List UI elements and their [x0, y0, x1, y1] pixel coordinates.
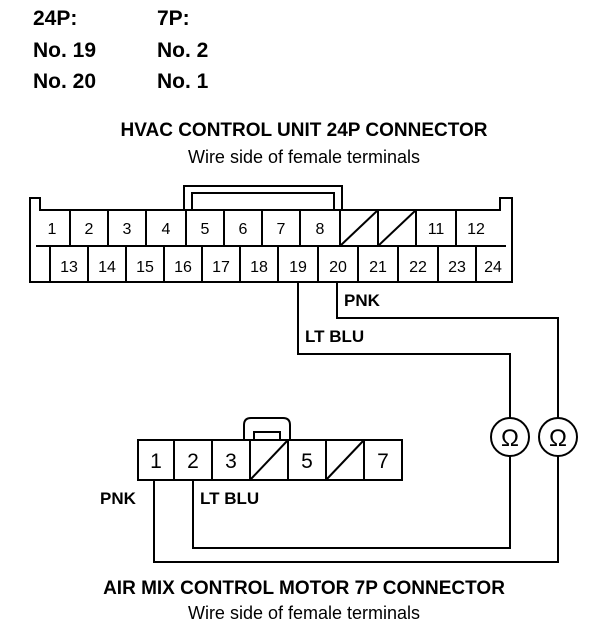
motor-connector-latch	[243, 417, 291, 440]
wire-lt-blu-return	[192, 456, 511, 549]
table-cell-7p-row1: No. 2	[157, 39, 209, 62]
wire-lt-blu	[297, 282, 511, 418]
hvac-pin-12: 12	[467, 221, 485, 238]
motor-pin-3: 3	[225, 450, 237, 473]
motor-connector-title: AIR MIX CONTROL MOTOR 7P CONNECTOR	[103, 578, 505, 599]
hvac-pin-3: 3	[123, 221, 132, 238]
hvac-pin-15: 15	[136, 259, 154, 276]
table-cell-24p-row1: No. 19	[33, 39, 97, 62]
hvac-pin-17: 17	[212, 259, 230, 276]
table-header-24p: 24P:	[33, 7, 78, 30]
hvac-pin-18: 18	[250, 259, 268, 276]
hvac-connector-latch	[183, 185, 343, 210]
ohm-icon: Ω	[501, 425, 519, 452]
hvac-pin-7: 7	[277, 221, 286, 238]
hvac-pin-19: 19	[289, 259, 307, 276]
hvac-pin-21: 21	[369, 259, 387, 276]
motor-pin-5: 5	[301, 450, 313, 473]
hvac-pin-8: 8	[316, 221, 325, 238]
wire-label-lt-blu-motor: LT BLU	[200, 489, 259, 508]
hvac-pin-20: 20	[329, 259, 347, 276]
hvac-pin-5: 5	[201, 221, 210, 238]
motor-pin-7: 7	[377, 450, 389, 473]
hvac-pin-2: 2	[85, 221, 94, 238]
wire-pnk-return	[153, 456, 559, 563]
motor-connector-subtitle: Wire side of female terminals	[187, 603, 421, 623]
hvac-pin-14: 14	[98, 259, 116, 276]
hvac-connector-subtitle: Wire side of female terminals	[187, 147, 421, 167]
hvac-connector-title: HVAC CONTROL UNIT 24P CONNECTOR	[120, 120, 488, 141]
motor-pin-2: 2	[187, 450, 199, 473]
ohmmeter-1-circle	[490, 417, 530, 457]
motor-connector-housing	[137, 439, 403, 481]
ohmmeter-2-circle	[538, 417, 578, 457]
table-cell-24p-row2: No. 20	[33, 70, 97, 93]
ohm-icon: Ω	[549, 425, 567, 452]
hvac-pin-22: 22	[409, 259, 427, 276]
wire-label-pnk-motor: PNK	[100, 489, 137, 508]
wire-pnk	[336, 282, 559, 418]
table-cell-7p-row2: No. 1	[157, 70, 209, 93]
hvac-pin-24: 24	[484, 259, 502, 276]
hvac-pin-11: 11	[428, 221, 445, 238]
hvac-pin-13: 13	[60, 259, 78, 276]
hvac-pin-16: 16	[174, 259, 192, 276]
motor-pin-1: 1	[150, 450, 162, 473]
hvac-connector-housing	[29, 197, 513, 283]
wire-label-pnk-hvac: PNK	[344, 291, 381, 310]
table-header-7p: 7P:	[157, 7, 190, 30]
hvac-pin-6: 6	[239, 221, 248, 238]
hvac-pin-1: 1	[48, 221, 57, 238]
wire-label-lt-blu-hvac: LT BLU	[305, 327, 364, 346]
hvac-pin-4: 4	[162, 221, 171, 238]
hvac-pin-23: 23	[448, 259, 466, 276]
